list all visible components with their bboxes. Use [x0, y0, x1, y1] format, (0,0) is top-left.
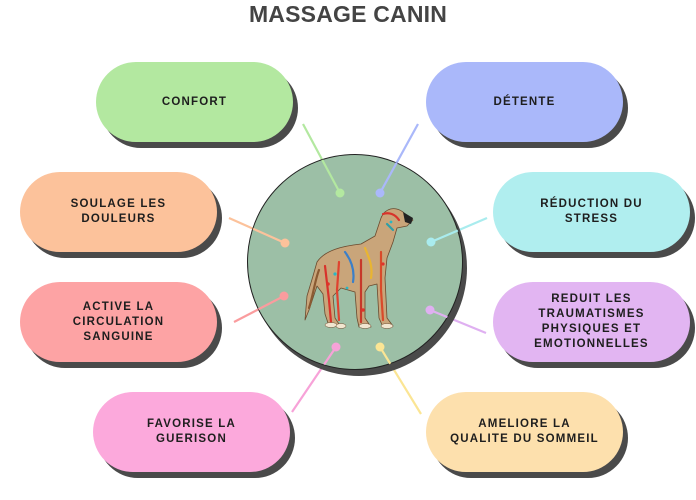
benefit-circulation-sanguine: ACTIVE LA CIRCULATION SANGUINE — [20, 282, 217, 362]
benefit-label: AMELIORE LA QUALITE DU SOMMEIL — [450, 418, 599, 445]
benefit-label: FAVORISE LA GUERISON — [146, 418, 237, 445]
benefit-label: CONFORT — [161, 95, 228, 108]
benefit-label: REDUIT LES TRAUMATISMES PHYSIQUES ET EMO… — [534, 293, 649, 350]
benefit-reduction-stress: RÉDUCTION DU STRESS — [493, 172, 690, 252]
benefit-label: SOULAGE LES DOULEURS — [70, 198, 167, 225]
benefit-traumatismes: REDUIT LES TRAUMATISMES PHYSIQUES ET EMO… — [493, 282, 690, 362]
benefit-guerison: FAVORISE LA GUERISON — [93, 392, 290, 472]
benefit-confort: CONFORT — [96, 62, 293, 142]
benefit-label: ACTIVE LA CIRCULATION SANGUINE — [72, 300, 165, 343]
benefit-detente: DÉTENTE — [426, 62, 623, 142]
diagram-title: MASSAGE CANIN — [248, 1, 448, 27]
benefit-soulage-douleurs: SOULAGE LES DOULEURS — [20, 172, 217, 252]
benefit-label: DÉTENTE — [493, 95, 556, 108]
benefit-sommeil: AMELIORE LA QUALITE DU SOMMEIL — [426, 392, 623, 472]
benefit-label: RÉDUCTION DU STRESS — [540, 198, 643, 225]
dog-illustration — [304, 208, 414, 329]
